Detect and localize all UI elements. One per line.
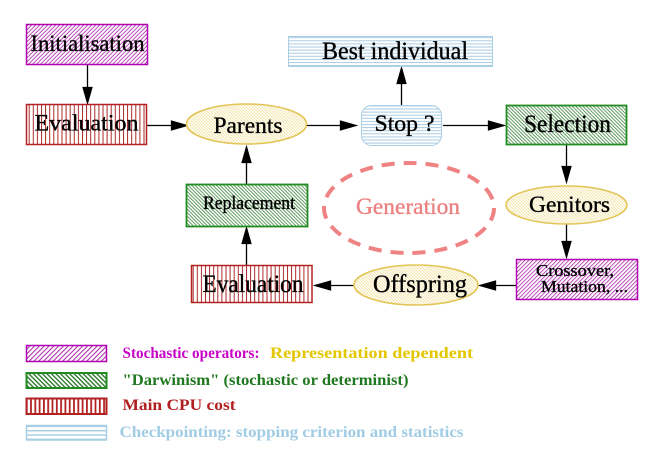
svg-text:Checkpointing: stopping criter: Checkpointing: stopping criterion and st… <box>120 424 464 441</box>
svg-text:Crossover,: Crossover, <box>536 261 614 280</box>
svg-text:Offspring: Offspring <box>373 271 467 298</box>
svg-text:Evaluation: Evaluation <box>35 111 140 136</box>
svg-text:Replacement: Replacement <box>203 194 296 214</box>
svg-text:Initialisation: Initialisation <box>31 31 145 56</box>
svg-text:Parents: Parents <box>214 113 283 138</box>
svg-text:Stop ?: Stop ? <box>375 111 435 136</box>
svg-text:Selection: Selection <box>524 111 611 138</box>
svg-text:Evaluation: Evaluation <box>203 271 304 298</box>
svg-text:Representation dependent: Representation dependent <box>270 345 474 362</box>
svg-text:Genitors: Genitors <box>529 192 610 217</box>
svg-text:Generation: Generation <box>356 194 460 219</box>
svg-text:Stochastic operators:: Stochastic operators: <box>123 345 260 362</box>
svg-text:"Darwinism" (stochastic or det: "Darwinism" (stochastic or determinist) <box>123 372 409 389</box>
svg-text:Best individual: Best individual <box>322 38 468 65</box>
svg-text:Main CPU cost: Main CPU cost <box>123 397 237 414</box>
svg-text:Mutation, ...: Mutation, ... <box>541 277 628 296</box>
